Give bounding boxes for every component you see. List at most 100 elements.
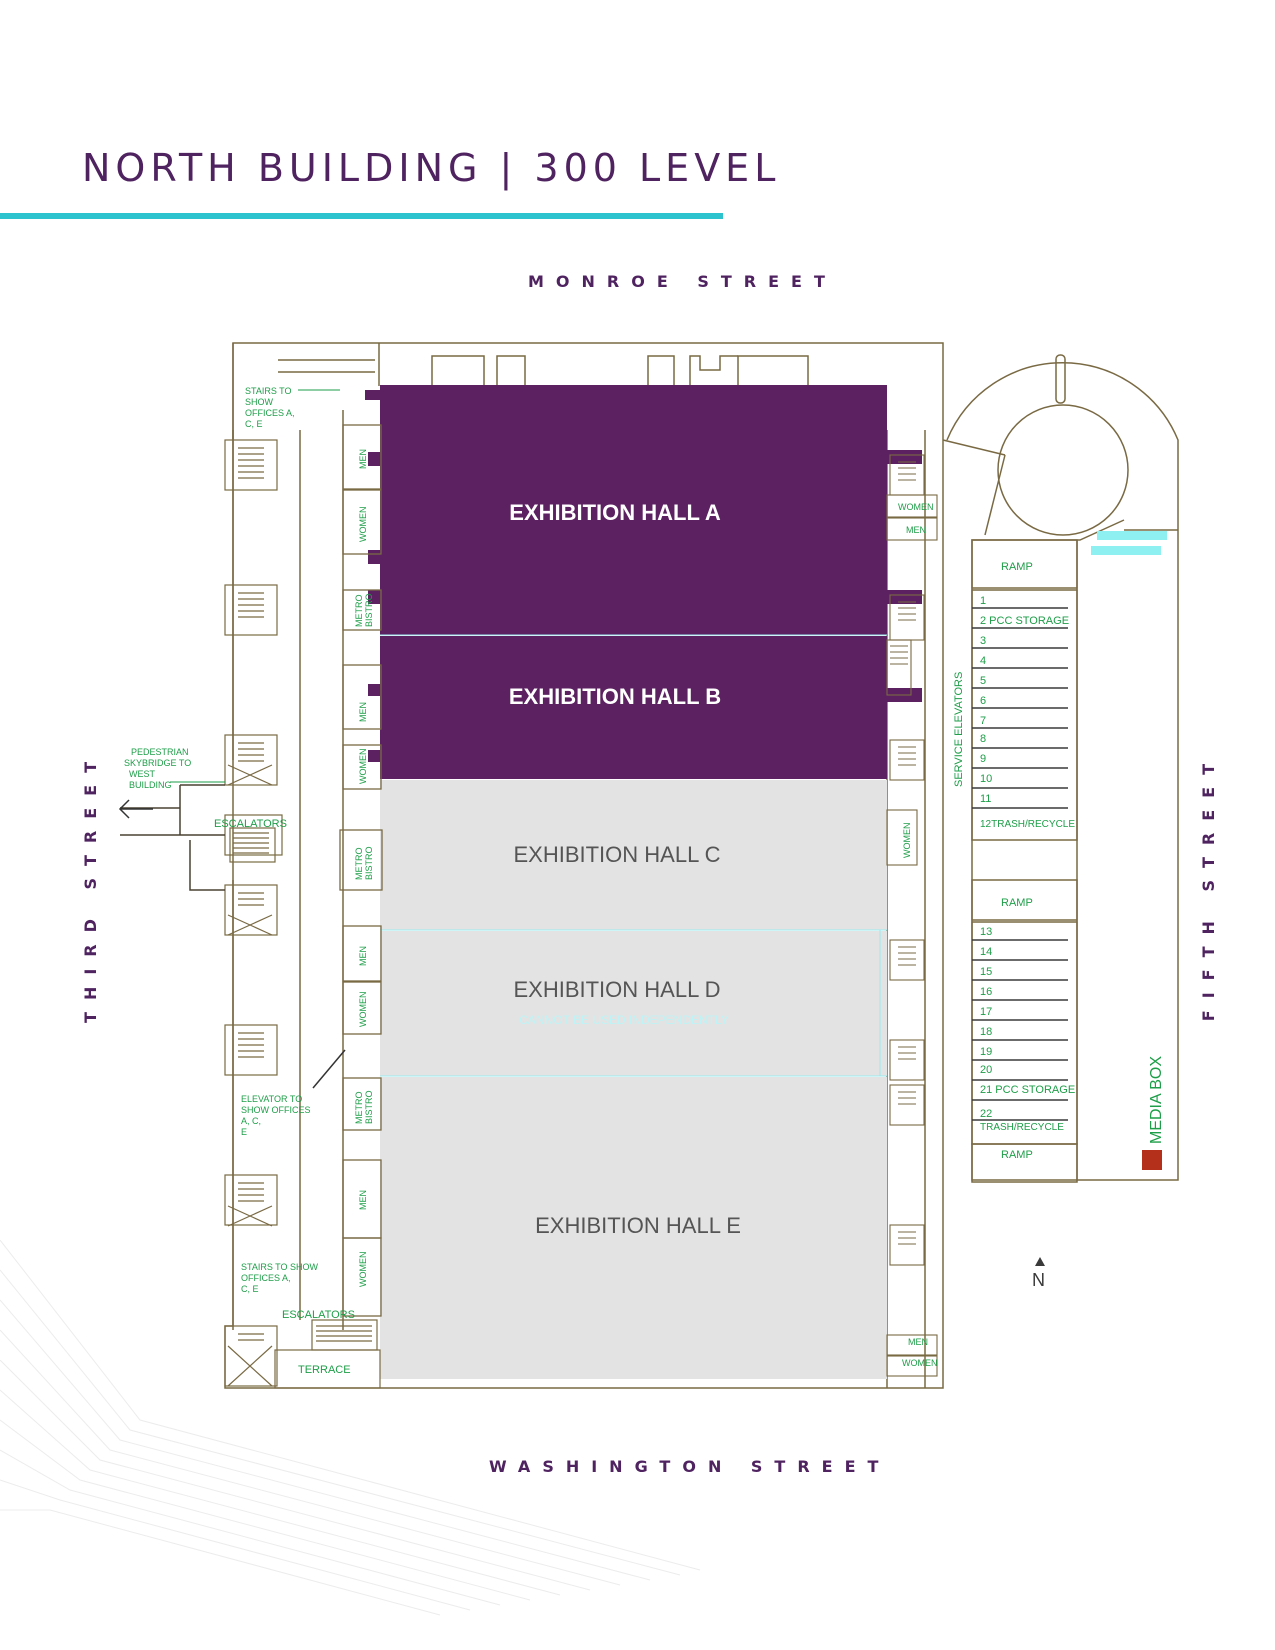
- metro-bistro-label: METRO: [354, 848, 364, 881]
- dock-labels-upper: 1 2 PCC STORAGE 3 4 5 6 7 8 9 10 11 12TR…: [980, 595, 1075, 830]
- women-label: WOMEN: [898, 502, 934, 512]
- hall-label-a: EXHIBITION HALL A: [509, 500, 721, 525]
- men-label: MEN: [358, 449, 368, 469]
- stairs-note-bottom: STAIRS TO SHOW OFFICES A, C, E: [241, 1262, 319, 1294]
- svg-text:18: 18: [980, 1026, 992, 1038]
- hall-label-e: EXHIBITION HALL E: [535, 1213, 741, 1238]
- svg-text:SHOW OFFICES: SHOW OFFICES: [241, 1105, 311, 1115]
- svg-text:6: 6: [980, 695, 986, 707]
- svg-text:SKYBRIDGE TO: SKYBRIDGE TO: [124, 758, 191, 768]
- street-label-north: MONROE STREET: [528, 272, 837, 291]
- exhibition-hall-d: [380, 931, 887, 1076]
- svg-text:1: 1: [980, 595, 986, 607]
- svg-text:PEDESTRIAN: PEDESTRIAN: [131, 747, 189, 757]
- exhibition-hall-b: [380, 636, 887, 779]
- svg-text:STAIRS TO SHOW: STAIRS TO SHOW: [241, 1262, 319, 1272]
- service-elevators-label: SERVICE ELEVATORS: [953, 672, 965, 787]
- street-label-south: WASHINGTON STREET: [489, 1457, 891, 1476]
- svg-text:SHOW: SHOW: [245, 397, 274, 407]
- skybridge-connector: [120, 784, 225, 891]
- svg-text:8: 8: [980, 733, 986, 745]
- dock-bay-lines: [972, 607, 1068, 1121]
- skybridge-note: PEDESTRIAN SKYBRIDGE TO WEST BUILDING: [124, 747, 191, 790]
- svg-text:13: 13: [980, 926, 992, 938]
- svg-text:21 PCC STORAGE: 21 PCC STORAGE: [980, 1084, 1075, 1096]
- stair-icons: [224, 439, 381, 1389]
- west-arrow-icon: [118, 799, 153, 819]
- men-label: MEN: [906, 525, 926, 535]
- svg-text:4: 4: [980, 655, 986, 667]
- left-rooms: [339, 424, 383, 1317]
- exhibition-hall-e: [380, 1077, 887, 1379]
- metro-bistro-label: BISTRO: [364, 846, 374, 880]
- svg-text:20: 20: [980, 1064, 992, 1076]
- ramp-label: RAMP: [1001, 1149, 1033, 1161]
- women-label: WOMEN: [902, 1358, 938, 1368]
- men-label: MEN: [358, 946, 368, 966]
- ramp-labels: RAMP RAMP RAMP: [1001, 561, 1033, 1161]
- media-box-label: MEDIA BOX: [1148, 1056, 1165, 1144]
- escalators-label: ESCALATORS: [282, 1309, 355, 1321]
- compass-north-label: N: [1032, 1270, 1045, 1290]
- media-box-icon: [1142, 1150, 1162, 1170]
- title-underline: [0, 213, 723, 219]
- svg-text:E: E: [241, 1127, 247, 1137]
- metro-bistro-label: BISTRO: [364, 1090, 374, 1124]
- loading-dock-outline: [942, 354, 1179, 1183]
- svg-text:5: 5: [980, 675, 986, 687]
- svg-text:ELEVATOR TO: ELEVATOR TO: [241, 1094, 302, 1104]
- elevator-leader-line: [312, 1049, 346, 1089]
- svg-text:TRASH/RECYCLE: TRASH/RECYCLE: [980, 1122, 1064, 1133]
- elevator-note: ELEVATOR TO SHOW OFFICES A, C, E: [241, 1094, 311, 1137]
- svg-text:14: 14: [980, 946, 992, 958]
- stairs-note-top: STAIRS TO SHOW OFFICES A, C, E: [245, 386, 295, 429]
- svg-text:15: 15: [980, 966, 992, 978]
- women-label: WOMEN: [902, 823, 912, 859]
- exhibition-hall-c: [380, 780, 887, 930]
- men-label: MEN: [358, 1190, 368, 1210]
- dock-labels-lower: 13 14 15 16 17 18 19 20 21 PCC STORAGE 2…: [980, 926, 1075, 1133]
- restroom-labels-left: MEN WOMEN METRO BISTRO MEN WOMEN METRO B…: [354, 449, 374, 1287]
- svg-text:7: 7: [980, 715, 986, 727]
- hall-d-note: CANNOT BE USED INDEPENDENTLY: [519, 1013, 729, 1027]
- men-label: MEN: [358, 702, 368, 722]
- ramp-label: RAMP: [1001, 897, 1033, 909]
- exhibition-hall-a: [380, 385, 887, 635]
- metro-bistro-label: METRO: [354, 1092, 364, 1125]
- svg-text:WEST: WEST: [129, 769, 156, 779]
- svg-text:STAIRS TO: STAIRS TO: [245, 386, 292, 396]
- right-side-rooms: [886, 454, 938, 1377]
- hall-label-b: EXHIBITION HALL B: [509, 684, 721, 709]
- north-arrow-icon: [1035, 1257, 1045, 1266]
- restroom-labels-right: WOMEN MEN WOMEN MEN WOMEN: [898, 502, 938, 1368]
- svg-text:BUILDING: BUILDING: [129, 780, 172, 790]
- skybridge-marker: [1097, 531, 1167, 540]
- escalators-label: ESCALATORS: [214, 818, 287, 830]
- svg-text:C, E: C, E: [245, 419, 263, 429]
- women-label: WOMEN: [358, 992, 368, 1028]
- svg-text:C, E: C, E: [241, 1284, 259, 1294]
- svg-text:3: 3: [980, 635, 986, 647]
- svg-text:16: 16: [980, 986, 992, 998]
- hall-dividers: [380, 634, 887, 1077]
- svg-text:2 PCC STORAGE: 2 PCC STORAGE: [980, 615, 1069, 627]
- svg-text:OFFICES A,: OFFICES A,: [241, 1273, 291, 1283]
- svg-text:17: 17: [980, 1006, 992, 1018]
- svg-text:OFFICES A,: OFFICES A,: [245, 408, 295, 418]
- metro-bistro-label: METRO: [354, 595, 364, 628]
- svg-text:22: 22: [980, 1108, 992, 1120]
- svg-text:10: 10: [980, 773, 992, 785]
- svg-text:12TRASH/RECYCLE: 12TRASH/RECYCLE: [980, 819, 1075, 830]
- skybridge-marker: [1091, 546, 1161, 555]
- svg-text:9: 9: [980, 753, 986, 765]
- women-label: WOMEN: [358, 749, 368, 785]
- svg-text:11: 11: [980, 793, 991, 805]
- hall-label-d: EXHIBITION HALL D: [513, 977, 720, 1002]
- metro-bistro-label: BISTRO: [364, 593, 374, 627]
- ramp-label: RAMP: [1001, 561, 1033, 573]
- svg-text:19: 19: [980, 1046, 992, 1058]
- men-label: MEN: [908, 1337, 928, 1347]
- women-label: WOMEN: [358, 1252, 368, 1288]
